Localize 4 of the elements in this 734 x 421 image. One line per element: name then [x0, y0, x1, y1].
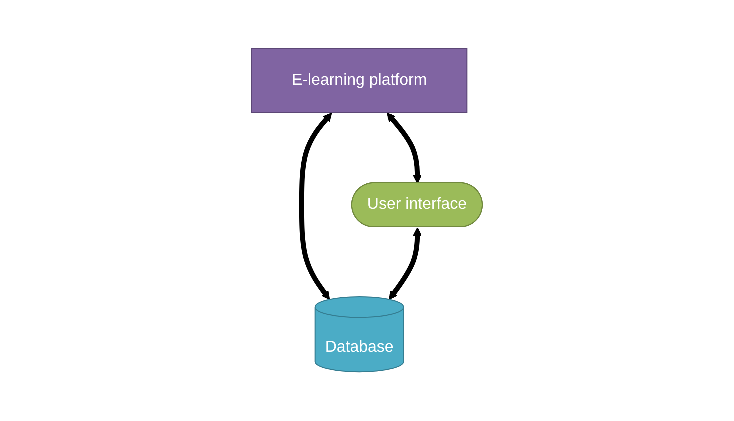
arrow	[386, 112, 422, 184]
arrow	[388, 227, 422, 300]
node-box: E-learning platform	[251, 48, 468, 114]
arrow	[299, 112, 332, 300]
